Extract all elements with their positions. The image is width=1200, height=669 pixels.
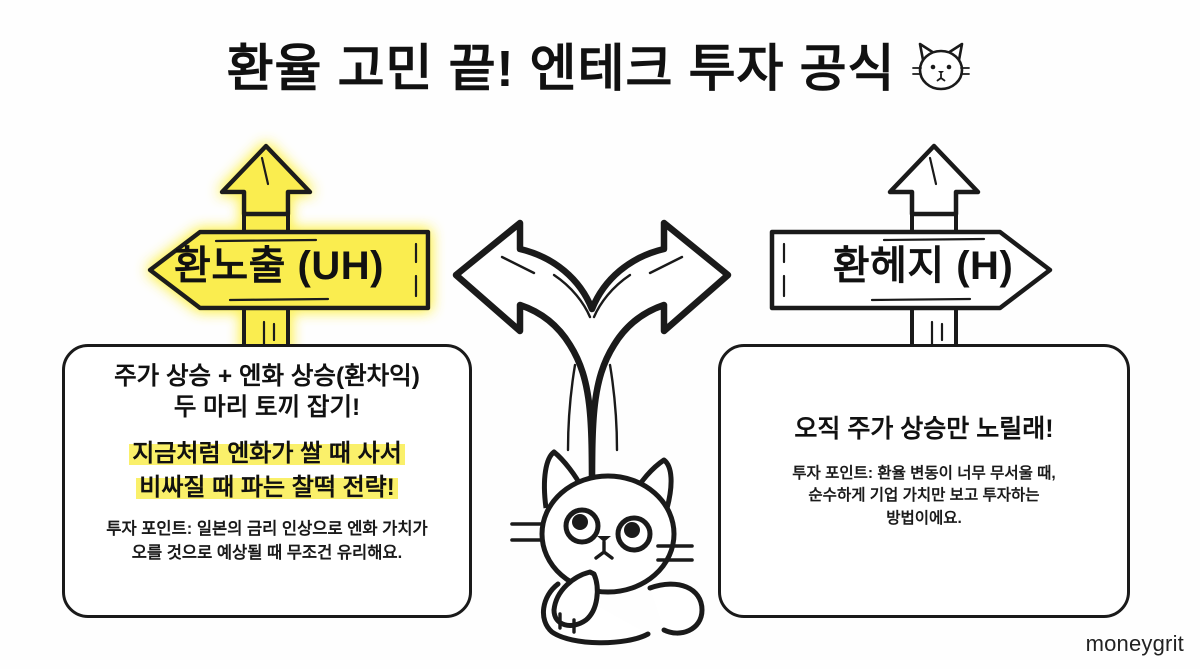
- thinking-cat-icon: [498, 438, 723, 648]
- card-hedged-note-line2: 순수하게 기업 가치만 보고 투자하는: [808, 487, 1040, 505]
- watermark: moneygrit: [1085, 631, 1184, 656]
- fork-arrow-icon: [442, 205, 742, 496]
- card-unhedged-lead-line1: 주가 상승 + 엔화 상승(환차익): [114, 363, 420, 390]
- card-hedged-note-line1: 투자 포인트: 환율 변동이 너무 무서울 때,: [792, 465, 1056, 482]
- card-unhedged-lead: 주가 상승 + 엔화 상승(환차익) 두 마리 토끼 잡기!: [81, 361, 453, 424]
- card-hedged-lead: 오직 주가 상승만 노릴래!: [794, 415, 1054, 443]
- signpost-left-graphic: [147, 143, 431, 367]
- card-unhedged-note: 투자 포인트: 일본의 금리 인상으로 엔화 가치가 오를 것으로 예상될 때 …: [81, 518, 453, 566]
- card-unhedged-body: 주가 상승 + 엔화 상승(환차익) 두 마리 토끼 잡기! 지금처럼 엔화가 …: [65, 347, 469, 576]
- card-unhedged-highlight: 지금처럼 엔화가 쌀 때 사서 비싸질 때 파는 찰떡 전략!: [81, 437, 453, 505]
- card-unhedged-note-line2: 오를 것으로 예상될 때 무조건 유리해요.: [131, 543, 403, 562]
- cat-face-icon: [912, 42, 971, 91]
- card-hedged: 오직 주가 상승만 노릴래! 투자 포인트: 환율 변동이 너무 무서울 때, …: [718, 344, 1130, 618]
- signpost-right[interactable]: 환헤지 (H): [742, 140, 1122, 367]
- card-unhedged-note-line1: 투자 포인트: 일본의 금리 인상으로 엔화 가치가: [106, 519, 428, 538]
- card-hedged-body: 오직 주가 상승만 노릴래! 투자 포인트: 환율 변동이 너무 무서울 때, …: [721, 347, 1127, 540]
- card-unhedged-highlight-line1: 지금처럼 엔화가 쌀 때 사서: [129, 439, 405, 467]
- card-hedged-note: 투자 포인트: 환율 변동이 너무 무서울 때, 순수하게 기업 가치만 보고 …: [737, 463, 1111, 530]
- signpost-left[interactable]: 환노출 (UH): [78, 140, 458, 367]
- card-unhedged-highlight-line2: 비싸질 때 파는 찰떡 전략!: [136, 473, 398, 501]
- page-title-row: 환율 고민 끝! 엔테크 투자 공식: [0, 38, 1200, 98]
- card-hedged-note-line3: 방법이에요.: [886, 509, 962, 527]
- signpost-right-graphic: [769, 143, 1053, 367]
- card-unhedged-lead-line2: 두 마리 토끼 잡기!: [173, 394, 361, 422]
- card-unhedged: 주가 상승 + 엔화 상승(환차익) 두 마리 토끼 잡기! 지금처럼 엔화가 …: [62, 344, 472, 618]
- page-title: 환율 고민 끝! 엔테크 투자 공식: [226, 39, 896, 97]
